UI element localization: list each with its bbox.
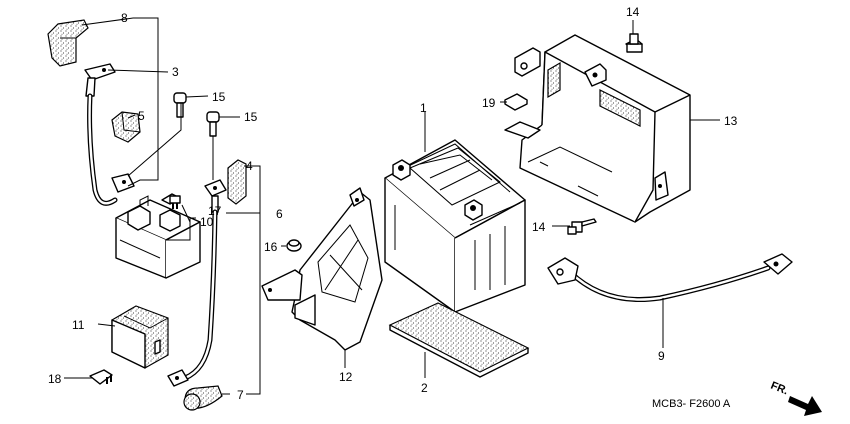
relay-holder	[111, 305, 169, 369]
front-label: FR.	[769, 380, 790, 398]
callout-18-upper: 17	[208, 204, 222, 218]
callout-15-upper: 15	[212, 90, 226, 104]
callout-1: 1	[420, 101, 427, 115]
grommet-17	[286, 239, 302, 252]
terminal-cover-4	[227, 159, 247, 205]
callout-18-lower: 18	[48, 372, 62, 386]
negative-cable	[547, 253, 793, 303]
callout-4: 4	[246, 159, 253, 173]
callout-19: 19	[482, 96, 496, 110]
battery-box	[504, 34, 691, 223]
callout-11: 11	[72, 318, 85, 332]
callout-15-lower: 15	[244, 110, 258, 124]
front-direction-arrow: FR.	[769, 380, 822, 416]
bolt-15-lower	[206, 111, 220, 137]
callout-9: 9	[658, 349, 665, 363]
callout-3: 3	[172, 65, 179, 79]
callout-labels: 8 3 5 15 15 4 17 10 6 11 18 7 1 2 12 16 …	[48, 5, 738, 402]
nut-19	[504, 93, 528, 111]
callout-8: 8	[121, 11, 128, 25]
bolt-14	[567, 218, 597, 235]
fuse-18-upper	[169, 195, 181, 209]
diagram-code: MCB3- F2600 A	[652, 398, 731, 410]
callout-7: 7	[237, 388, 244, 402]
positive-cable-3	[84, 63, 135, 206]
callout-6: 6	[276, 207, 283, 221]
battery-bracket	[261, 187, 383, 351]
callout-5: 5	[138, 109, 145, 123]
starter-relay	[115, 193, 201, 279]
callout-16: 14	[626, 5, 640, 19]
battery	[384, 139, 526, 313]
leader-lines	[64, 17, 720, 395]
fuse-18-lower	[89, 369, 113, 385]
callout-14-label: 14	[532, 220, 546, 234]
callout-17: 16	[264, 240, 278, 254]
bolt-15-upper	[173, 92, 187, 118]
bolt-16	[625, 33, 643, 53]
callout-2: 2	[421, 381, 428, 395]
terminal-cap-7	[183, 385, 223, 411]
terminal-cover-5	[111, 111, 141, 143]
relay-cable-6	[167, 179, 227, 387]
callout-12: 12	[339, 370, 353, 384]
callout-13: 13	[724, 114, 738, 128]
battery-pad	[388, 302, 530, 378]
terminal-cover-8	[47, 19, 89, 67]
callout-10: 10	[200, 215, 214, 229]
